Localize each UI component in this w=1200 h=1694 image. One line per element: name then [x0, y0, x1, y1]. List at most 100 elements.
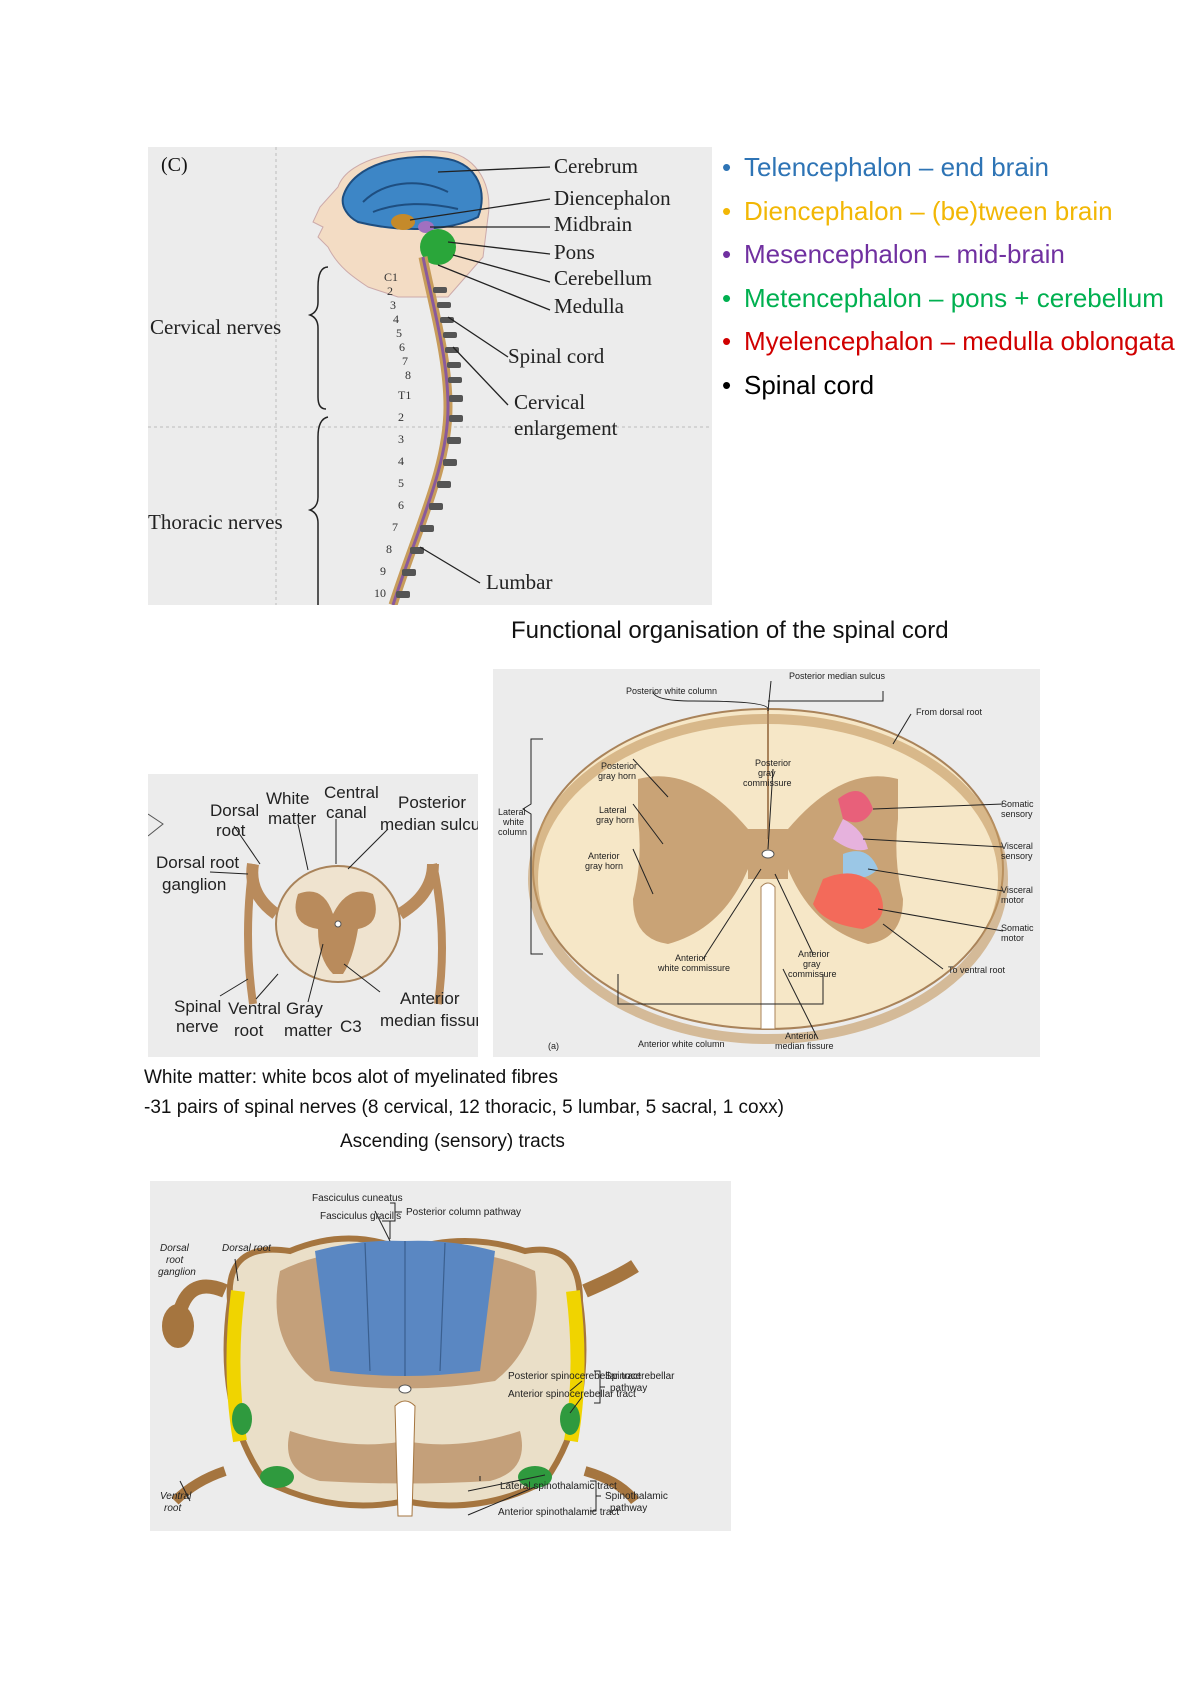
vertebra-number: 2	[387, 284, 393, 298]
section-label: Anterior	[588, 851, 620, 861]
section-label: root	[234, 1021, 264, 1040]
note-white-matter: White matter: white bcos alot of myelina…	[144, 1067, 558, 1088]
vertebra-number: T1	[398, 388, 411, 402]
vertebra-number: 2	[398, 410, 404, 424]
section-label: white commissure	[657, 963, 730, 973]
section-label: Lateral	[599, 805, 627, 815]
section-label: sensory	[1001, 851, 1033, 861]
section-label: column	[498, 827, 527, 837]
panel-label-c: (C)	[161, 154, 188, 176]
structure-label: Lumbar	[486, 570, 552, 594]
section-label: Anterior white column	[638, 1039, 725, 1049]
section-label: canal	[326, 803, 367, 822]
vertebra-number: 7	[402, 354, 408, 368]
side-label: Cervical nerves	[150, 315, 281, 339]
brain-divisions-list: •Telencephalon – end brain•Diencephalon …	[722, 146, 1175, 408]
vertebra-number: 10	[374, 586, 386, 600]
section-label: Visceral	[1001, 841, 1033, 851]
section-label: median sulcus	[380, 815, 478, 834]
section-label: Anterior	[675, 953, 707, 963]
bullet-icon: •	[722, 282, 732, 313]
division-text: Diencephalon – (be)tween brain	[744, 195, 1113, 226]
section-label: Ventral	[228, 999, 281, 1018]
tract-label: Dorsal root	[222, 1243, 272, 1254]
vertebra-number: 8	[386, 542, 392, 556]
section-label: Anterior	[400, 989, 460, 1008]
tract-label: Posterior column pathway	[406, 1207, 521, 1218]
section-label: Gray	[286, 999, 323, 1018]
tract-label: Dorsal	[160, 1243, 190, 1254]
tract-label: Ventral	[160, 1491, 192, 1502]
section-label: C3	[340, 1017, 362, 1036]
section-label: Dorsal root	[156, 853, 239, 872]
section-label: To ventral root	[948, 965, 1006, 975]
section-label: From dorsal root	[916, 707, 983, 717]
section-label: Somatic	[1001, 799, 1034, 809]
structure-label: Midbrain	[554, 212, 633, 236]
section-label: sensory	[1001, 809, 1033, 819]
section-label: Visceral	[1001, 885, 1033, 895]
brain-spinal-cord-illustration: (C) CerebrumDiencephalonMidbrainPonsCere…	[148, 147, 712, 605]
section-label: Anterior	[785, 1031, 817, 1041]
structure-label: Pons	[554, 240, 595, 264]
division-text: Metencephalon – pons + cerebellum	[744, 282, 1164, 313]
section-label: Somatic	[1001, 923, 1034, 933]
vertebra-number: 8	[405, 368, 411, 382]
section-label: Posterior white column	[626, 686, 717, 696]
section-label: gray horn	[598, 771, 636, 781]
division-item: • Myelencephalon – medulla oblongata	[722, 320, 1175, 364]
division-text: Telencephalon – end brain	[744, 152, 1050, 182]
tract-label: Spinocerebellar	[605, 1371, 675, 1382]
vertebra-number: 4	[393, 312, 399, 326]
section-label: nerve	[176, 1017, 219, 1036]
vertebra-number: C1	[384, 270, 398, 284]
section-label: gray	[758, 768, 776, 778]
tract-label: Posterior spinocerebellar tract	[508, 1371, 641, 1382]
section-label: Spinal	[174, 997, 221, 1016]
division-item: •Diencephalon – (be)tween brain	[722, 190, 1175, 234]
section-label: Dorsal	[210, 801, 259, 820]
tract-label: Lateral spinothalamic tract	[500, 1481, 617, 1492]
section-label: median fissure	[380, 1011, 478, 1030]
tract-label: pathway	[610, 1503, 647, 1514]
division-item: • Metencephalon – pons + cerebellum	[722, 277, 1175, 321]
structure-label: Spinal cord	[508, 344, 605, 368]
section-label: median fissure	[775, 1041, 834, 1051]
bullet-icon: •	[722, 326, 732, 357]
section-label: matter	[284, 1021, 333, 1040]
structure-label: Diencephalon	[554, 186, 671, 210]
bullet-icon: •	[722, 369, 732, 400]
division-text: Spinal cord	[744, 369, 875, 400]
bullet-icon: •	[722, 152, 732, 182]
ascending-tracts-heading: Ascending (sensory) tracts	[340, 1131, 565, 1152]
section-label: (a)	[548, 1041, 559, 1051]
large-spinal-cross-section: Posterior white column Posterior median s…	[493, 669, 1040, 1057]
section-label: Posterior	[601, 761, 637, 771]
section-label: commissure	[788, 969, 837, 979]
side-label: Thoracic nerves	[148, 510, 283, 534]
vertebra-number: 9	[380, 564, 386, 578]
section-label: gray horn	[596, 815, 634, 825]
division-text: Mesencephalon – mid-brain	[744, 239, 1065, 270]
vertebra-number: 3	[398, 432, 404, 446]
section-label: Lateral	[498, 807, 526, 817]
division-item: • Telencephalon – end brain	[722, 146, 1175, 190]
section-label: root	[216, 821, 246, 840]
vertebra-number: 4	[398, 454, 404, 468]
vertebra-number: 5	[398, 476, 404, 490]
vertebra-number: 3	[390, 298, 396, 312]
section-label: gray	[803, 959, 821, 969]
bullet-icon: •	[722, 239, 732, 270]
vertebra-number: 7	[392, 520, 398, 534]
section-label: Posterior median sulcus	[789, 671, 886, 681]
tract-label: ganglion	[158, 1267, 196, 1278]
vertebra-number: 5	[396, 326, 402, 340]
tract-label: Fasciculus gracilis	[320, 1211, 401, 1222]
tract-label: root	[164, 1503, 182, 1514]
division-text: Myelencephalon – medulla oblongata	[744, 326, 1175, 357]
division-item: • Mesencephalon – mid-brain	[722, 233, 1175, 277]
structure-label: Medulla	[554, 294, 625, 318]
